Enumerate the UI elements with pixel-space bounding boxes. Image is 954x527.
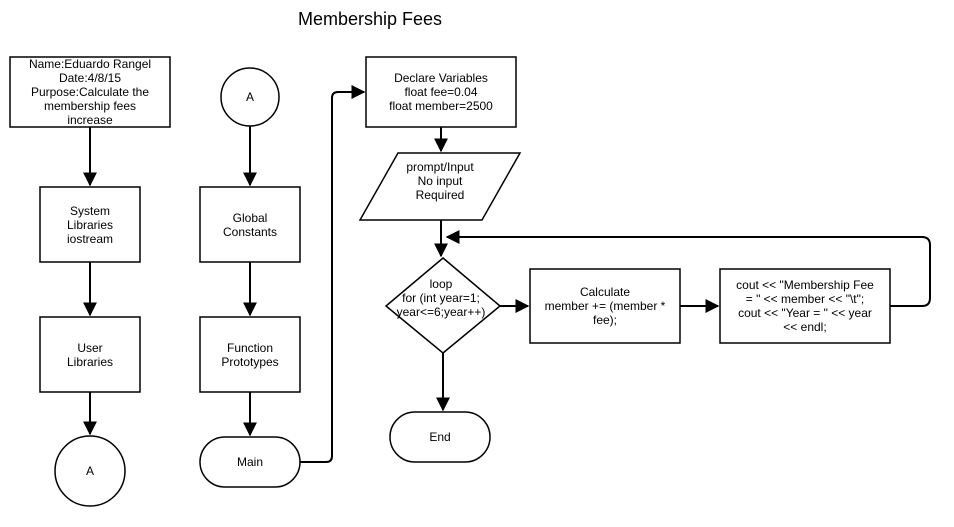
prompt-input-parallelogram [358, 152, 522, 221]
function-prototypes-box [199, 316, 301, 393]
global-constants-box [199, 186, 301, 263]
declare-variables-text: Declare Variables float fee=0.04 float m… [389, 71, 493, 113]
user-libraries-text: User Libraries [66, 340, 114, 369]
calculate-text: Calculate member += (member * fee); [544, 285, 666, 327]
output-text: cout << "Membership Fee = " << member <<… [736, 278, 874, 334]
prompt-input-text: prompt/Input No input Required [406, 159, 474, 202]
end-terminal-text: End [429, 430, 451, 444]
global-constants-text: Global Constants [222, 210, 278, 239]
connector-a-bottom-circle [54, 435, 126, 507]
function-prototypes-text: Function Prototypes [221, 340, 279, 369]
system-libraries-text: System Libraries iostream [66, 203, 114, 246]
main-terminal-text: Main [236, 455, 263, 469]
connector-a-bottom-text: A [85, 464, 94, 478]
calculate-box [529, 268, 681, 344]
output-box [719, 268, 891, 344]
header-info-box [9, 56, 171, 128]
arrow-output-loop-back [445, 230, 931, 307]
connector-a-top-text: A [245, 90, 254, 104]
loop-decision-text: loop for (int year=1; year<=6;year++) [396, 277, 486, 319]
header-info-text: Name:Eduardo Rangel Date:4/8/15 Purpose:… [28, 57, 152, 127]
user-libraries-box [39, 316, 141, 393]
diagram-title: Membership Fees [297, 9, 443, 29]
arrow-main-to-declare-variables [300, 85, 366, 463]
end-terminal-shape [389, 411, 491, 463]
